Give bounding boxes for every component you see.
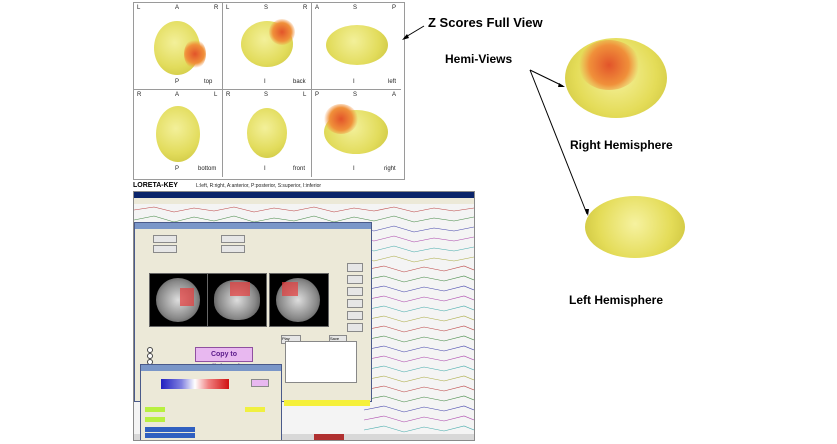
selected-row[interactable] — [145, 433, 195, 438]
view-label: left — [388, 79, 397, 85]
dropdown[interactable] — [153, 245, 177, 253]
side-button[interactable] — [347, 311, 363, 320]
brain-view-front: R S L I front — [223, 90, 312, 177]
orient-label: R — [137, 92, 142, 98]
orient-label: I — [264, 166, 266, 172]
brain-view-top: L A R P top — [134, 3, 223, 90]
side-button[interactable] — [347, 263, 363, 272]
hemi-views-annotation: Hemi-Views — [445, 52, 513, 66]
threshold-field[interactable] — [145, 407, 165, 412]
view-label: bottom — [198, 166, 217, 172]
orient-label: P — [175, 166, 180, 172]
hot-spot — [578, 40, 640, 90]
orientation-legend: L:left, R:right, A:anterior, P:posterior… — [196, 183, 322, 189]
right-hemisphere-label: Right Hemisphere — [570, 138, 673, 152]
side-button[interactable] — [347, 275, 363, 284]
orient-label: I — [353, 166, 355, 172]
left-hemisphere-label: Left Hemisphere — [569, 293, 664, 307]
brain-image — [156, 106, 200, 162]
view-label: top — [204, 79, 213, 85]
brain-view-left: A S P I left — [312, 3, 401, 90]
hot-spot — [184, 39, 206, 69]
eeg-titlebar — [134, 192, 474, 198]
dropdown[interactable] — [221, 235, 245, 243]
orient-label: P — [392, 5, 397, 11]
hot-spot — [269, 19, 295, 45]
orient-label: A — [315, 5, 320, 11]
dialog-titlebar — [135, 223, 371, 229]
radio-option[interactable] — [147, 347, 153, 353]
mri-axial-view[interactable] — [149, 273, 209, 327]
orient-label: S — [264, 92, 269, 98]
brain-view-bottom: R A L P bottom — [134, 90, 223, 177]
orient-label: L — [214, 92, 218, 98]
save-label: Save — [330, 336, 340, 341]
play-label: Play — [282, 336, 290, 341]
color-scale-dialog — [140, 364, 282, 440]
info-textbox[interactable] — [285, 341, 357, 383]
color-scale-bar — [161, 379, 229, 389]
eeg-menubar[interactable] — [134, 198, 474, 204]
dropdown[interactable] — [153, 235, 177, 243]
option-field[interactable] — [245, 407, 265, 412]
hot-spot — [324, 104, 358, 134]
dropdown[interactable] — [221, 245, 245, 253]
eeg-application-window: Play Save Copy to clipboard — [133, 191, 475, 441]
view-label: back — [293, 79, 306, 85]
mri-sagittal-view[interactable] — [207, 273, 267, 327]
orient-label: S — [264, 5, 269, 11]
loreta-key-label: LORETA-KEY — [133, 182, 178, 189]
side-button[interactable] — [347, 323, 363, 332]
brain-view-right: P S A I right — [312, 90, 401, 177]
brain-image — [247, 108, 287, 158]
orient-label: R — [303, 5, 308, 11]
view-label: front — [293, 166, 306, 172]
radio-option[interactable] — [147, 353, 153, 359]
z-scores-annotation: Z Scores Full View — [428, 15, 543, 30]
dialog-titlebar — [141, 365, 281, 371]
brain-image — [326, 25, 388, 65]
left-hemisphere-image — [585, 196, 685, 258]
orient-label: A — [175, 5, 180, 11]
orient-label: P — [315, 92, 320, 98]
orient-label: A — [175, 92, 180, 98]
orient-label: L — [226, 5, 230, 11]
orient-label: P — [175, 79, 180, 85]
side-button[interactable] — [347, 287, 363, 296]
brain-view-back: L S R I back — [223, 3, 312, 90]
copy-to-clipboard-button[interactable]: Copy to clipboard — [195, 347, 253, 371]
orient-label: A — [392, 92, 397, 98]
status-bar-yellow — [284, 400, 370, 406]
mri-coronal-view[interactable] — [269, 273, 329, 327]
orient-label: L — [303, 92, 307, 98]
orient-label: S — [353, 92, 358, 98]
z-scores-brain-grid: L A R P top L S R I back A S P I left R … — [133, 2, 405, 180]
orient-label: I — [353, 79, 355, 85]
threshold-field[interactable] — [145, 417, 165, 422]
orient-label: R — [226, 92, 231, 98]
selected-row[interactable] — [145, 427, 195, 432]
orient-label: I — [264, 79, 266, 85]
side-button[interactable] — [347, 299, 363, 308]
scale-button[interactable] — [251, 379, 269, 387]
orient-label: R — [214, 5, 219, 11]
orient-label: S — [353, 5, 358, 11]
view-label: right — [384, 166, 396, 172]
orient-label: L — [137, 5, 141, 11]
